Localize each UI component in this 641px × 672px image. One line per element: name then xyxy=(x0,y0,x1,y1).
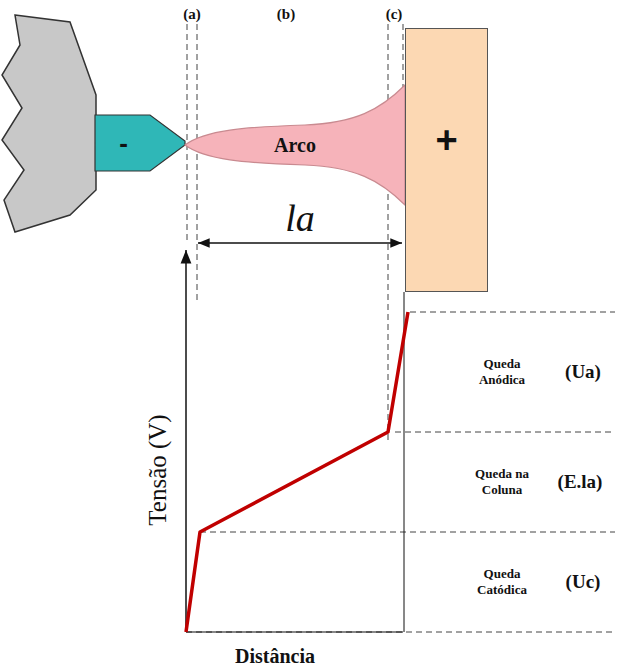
region-label: Queda Catódica xyxy=(462,566,542,598)
voltage-curve xyxy=(186,312,408,632)
dimension-line xyxy=(198,242,402,243)
arc-length-label: la xyxy=(285,196,315,240)
anode-plate: + xyxy=(405,28,488,292)
node-label: - xyxy=(119,128,128,159)
electrode-tip: - xyxy=(95,115,187,171)
guide-lines xyxy=(186,24,615,632)
torch-body xyxy=(2,15,96,232)
node-label: Arco xyxy=(274,134,316,157)
arc-plasma: Arco xyxy=(185,85,405,205)
axis-title: Tensão (V) xyxy=(144,414,172,525)
point-label: (b) xyxy=(277,6,295,23)
symbol-label: (Ua) xyxy=(565,361,601,383)
distance-axis xyxy=(186,632,403,633)
symbol-label: (Uc) xyxy=(566,571,601,593)
electrode-tip-shape xyxy=(95,115,185,171)
voltage-axis xyxy=(185,250,187,632)
node-label: + xyxy=(435,119,457,162)
point-label: (c) xyxy=(386,6,403,23)
point-label: (a) xyxy=(183,6,201,23)
region-label: Queda Anódica xyxy=(462,356,542,388)
symbol-label: (E.la) xyxy=(558,471,603,493)
axis-title: Distância xyxy=(235,645,315,668)
arc-plasma-shape xyxy=(185,85,405,205)
region-label: Queda na Coluna xyxy=(462,466,542,498)
electrode-tip-outline xyxy=(95,115,187,171)
